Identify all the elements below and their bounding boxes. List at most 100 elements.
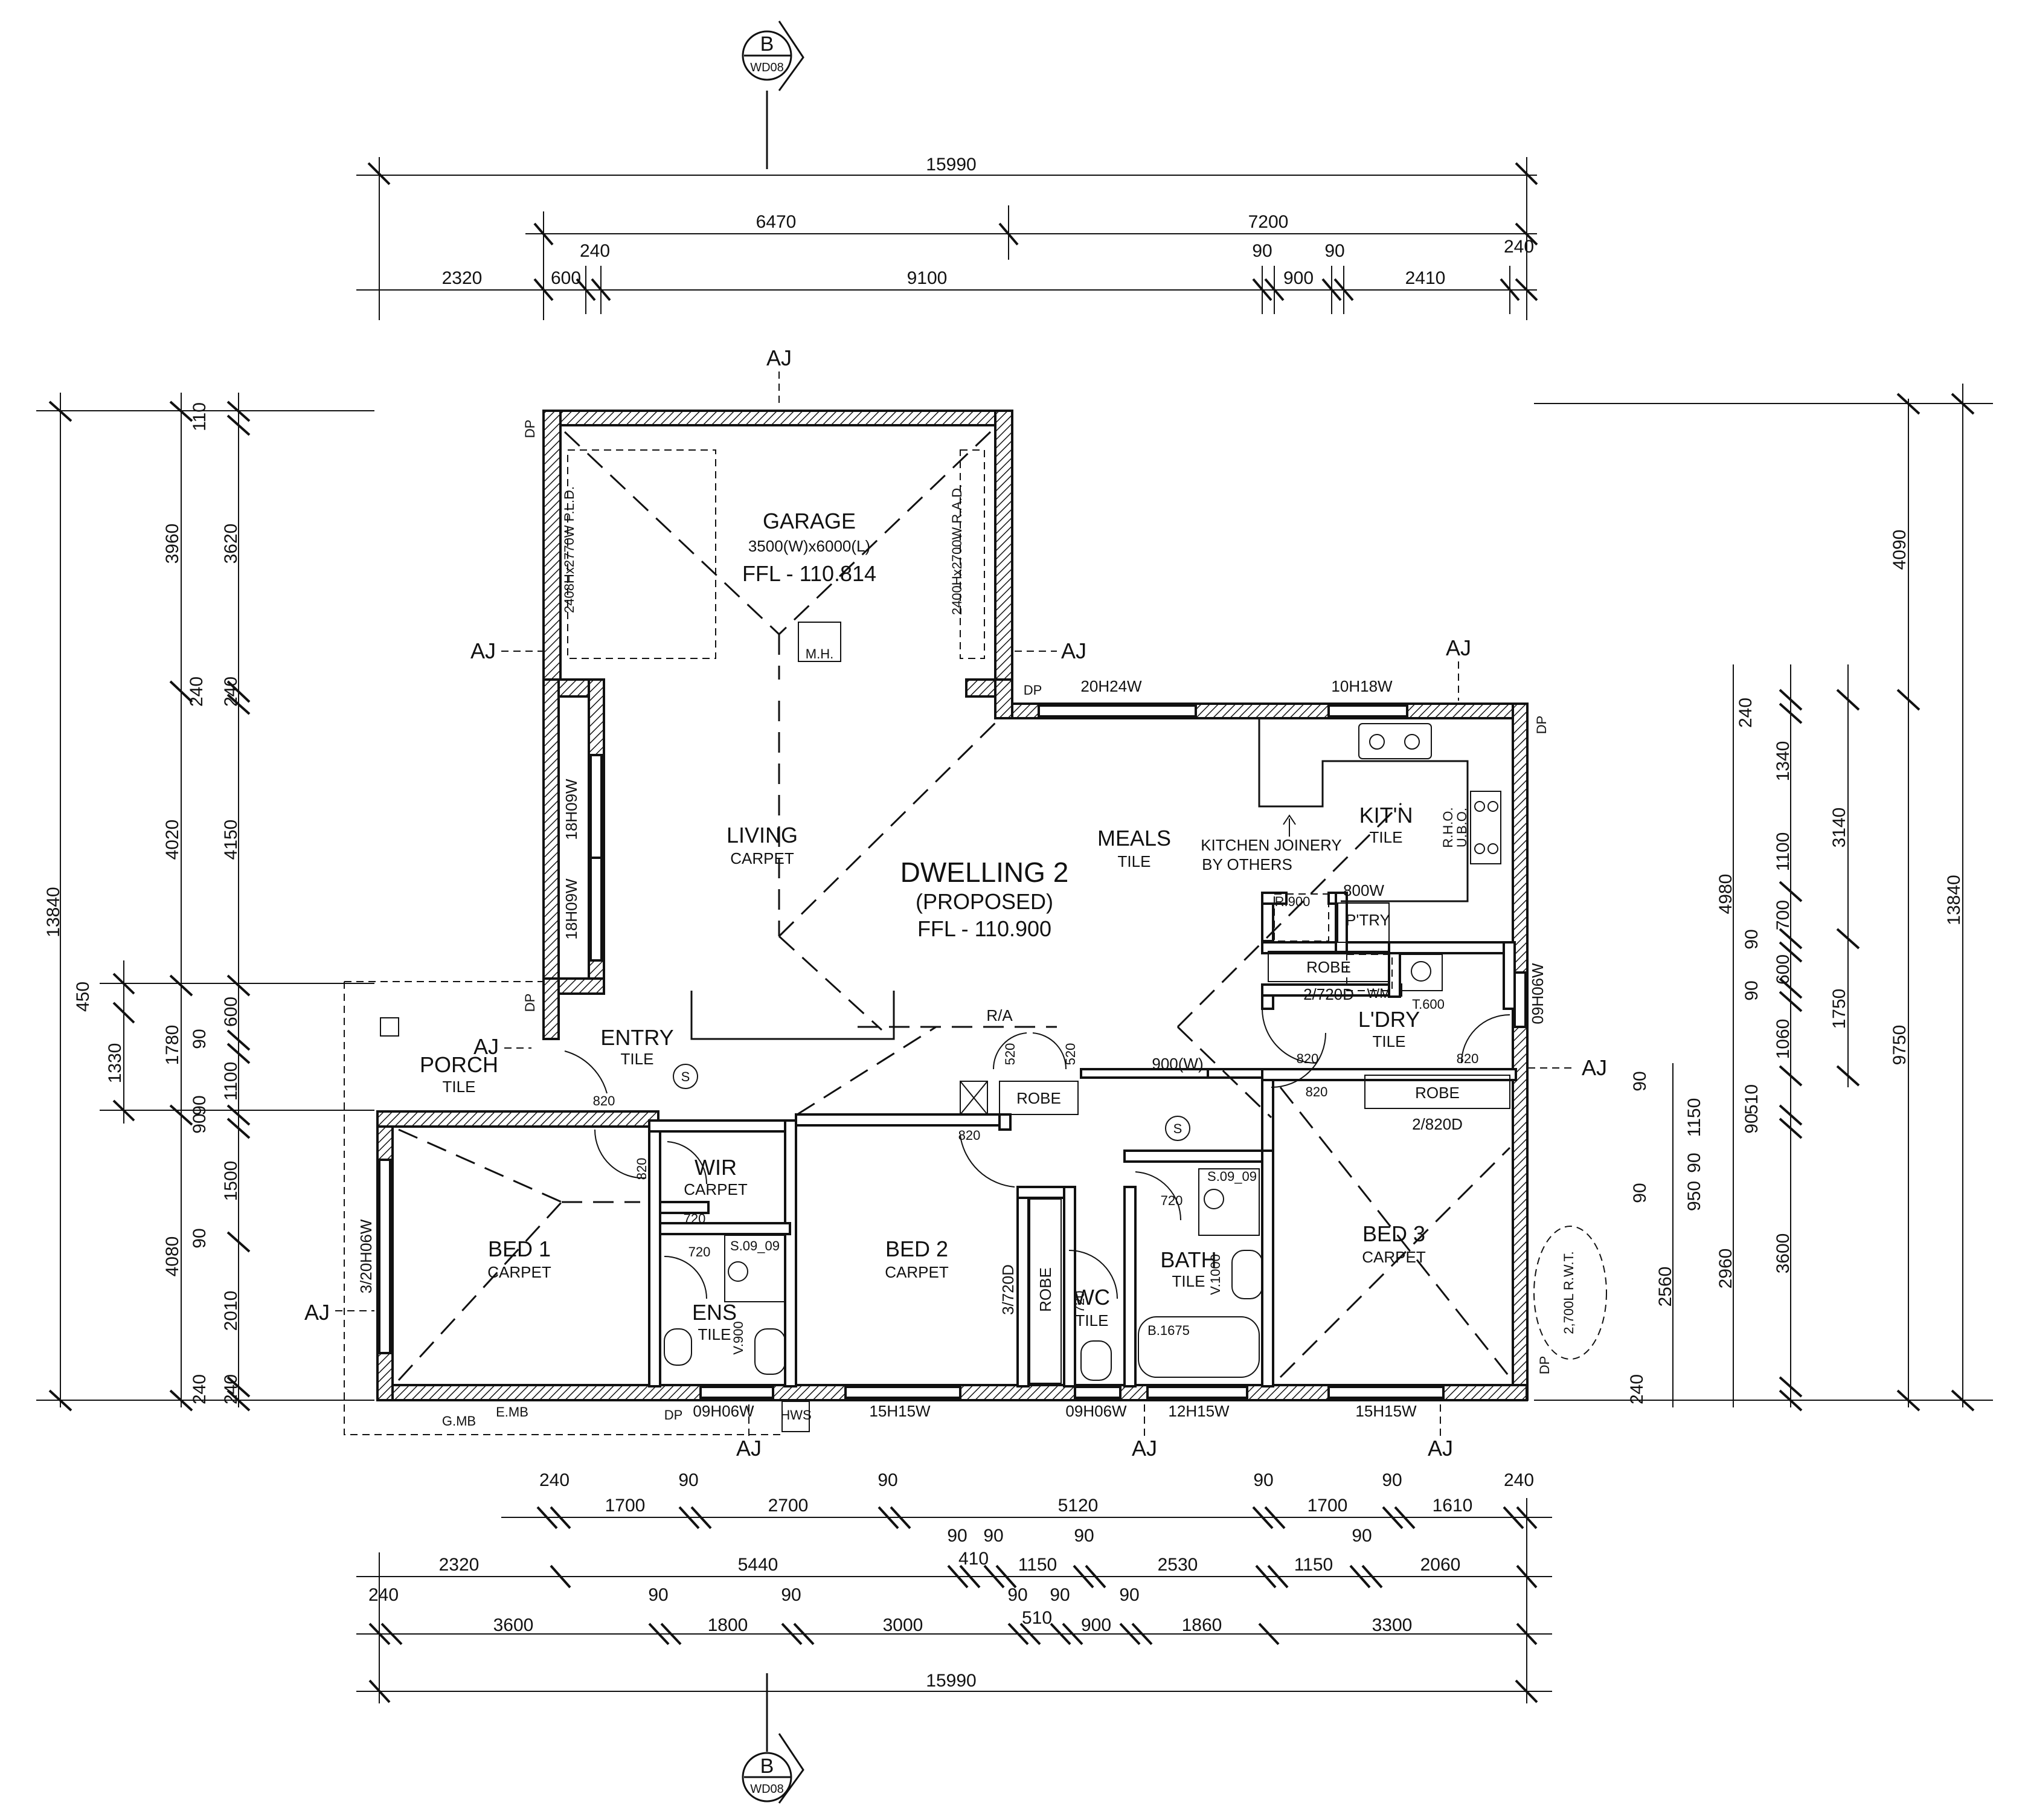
svg-text:3000: 3000	[883, 1615, 923, 1635]
svg-text:BY OTHERS: BY OTHERS	[1202, 855, 1292, 873]
left-dimensions: 13840 450 1330 3960 240 4020 1780 90 408…	[36, 393, 374, 1412]
svg-text:LIVING: LIVING	[727, 823, 798, 847]
garage-label: GARAGE	[763, 509, 856, 533]
svg-text:HWS: HWS	[780, 1407, 811, 1423]
svg-text:V.1000: V.1000	[1208, 1254, 1223, 1295]
svg-text:18H09W: 18H09W	[562, 878, 580, 940]
svg-text:CARPET: CARPET	[730, 849, 794, 867]
svg-text:1700: 1700	[605, 1496, 646, 1516]
window-20h24w: 20H24W	[1080, 677, 1142, 695]
svg-text:90: 90	[1742, 980, 1762, 1000]
svg-text:CARPET: CARPET	[684, 1180, 748, 1198]
svg-text:18H09W: 18H09W	[562, 779, 580, 840]
svg-text:90: 90	[1630, 1183, 1650, 1203]
svg-text:1150: 1150	[1294, 1555, 1333, 1575]
svg-text:WC: WC	[1074, 1285, 1110, 1310]
svg-text:90: 90	[1074, 1526, 1094, 1546]
svg-text:CARPET: CARPET	[1362, 1248, 1426, 1266]
bottom-dimensions: 15990 240 1700 90 2700 90 5120 90 1700 9…	[356, 1470, 1552, 1703]
svg-text:240: 240	[1627, 1374, 1647, 1404]
svg-text:TILE: TILE	[621, 1050, 654, 1068]
svg-text:240: 240	[1504, 1470, 1534, 1490]
svg-text:600: 600	[1773, 954, 1793, 985]
svg-text:240: 240	[368, 1585, 399, 1605]
svg-text:90: 90	[947, 1526, 967, 1546]
garage: M.H. GARAGE 3500(W)x6000(L) FFL - 110.81…	[562, 431, 992, 680]
svg-text:T.600: T.600	[1412, 997, 1445, 1012]
svg-text:S.09_09: S.09_09	[1207, 1169, 1257, 1184]
svg-text:90: 90	[190, 1029, 210, 1049]
svg-text:2530: 2530	[1158, 1555, 1198, 1575]
svg-text:13840: 13840	[1944, 875, 1964, 925]
svg-text:R/A: R/A	[986, 1006, 1013, 1024]
svg-text:B: B	[760, 1755, 774, 1778]
svg-text:ROBE: ROBE	[1415, 1084, 1460, 1102]
svg-text:DP: DP	[1537, 1356, 1552, 1375]
svg-text:TILE: TILE	[1373, 1032, 1406, 1050]
svg-text:90: 90	[1324, 241, 1344, 261]
svg-text:90: 90	[1684, 1153, 1704, 1172]
svg-text:820: 820	[1457, 1051, 1479, 1066]
svg-text:240: 240	[187, 677, 207, 707]
section-marker-top: B WD08	[742, 21, 804, 169]
svg-text:240: 240	[190, 1374, 210, 1404]
svg-text:AJ: AJ	[766, 346, 792, 370]
svg-text:9750: 9750	[1890, 1025, 1910, 1066]
svg-text:90: 90	[1630, 1071, 1650, 1091]
svg-text:MEALS: MEALS	[1097, 826, 1171, 851]
svg-text:7200: 7200	[1248, 212, 1289, 232]
svg-text:900(W): 900(W)	[1152, 1055, 1203, 1073]
svg-text:90: 90	[1352, 1526, 1372, 1546]
svg-text:TILE: TILE	[1118, 852, 1151, 870]
svg-text:3300: 3300	[1372, 1615, 1413, 1635]
svg-text:3500(W)x6000(L): 3500(W)x6000(L)	[748, 537, 870, 555]
svg-text:U.B.O.: U.B.O.	[1454, 808, 1469, 847]
room-diagonals	[344, 701, 1511, 1435]
svg-text:B.1675: B.1675	[1147, 1323, 1190, 1338]
svg-text:1060: 1060	[1773, 1019, 1793, 1060]
plan-ffl: FFL - 110.900	[917, 916, 1051, 941]
aj-markers: AJ AJ AJ AJ AJ AJ AJ AJ AJ AJ	[304, 346, 1607, 1461]
svg-text:1150: 1150	[1018, 1555, 1057, 1575]
svg-text:1330: 1330	[105, 1043, 125, 1084]
svg-text:AJ: AJ	[304, 1300, 330, 1325]
svg-text:DP: DP	[522, 420, 537, 439]
svg-text:3/720D: 3/720D	[999, 1264, 1017, 1315]
svg-text:S: S	[1173, 1121, 1182, 1136]
svg-text:2060: 2060	[1420, 1555, 1461, 1575]
svg-text:ROBE: ROBE	[1036, 1267, 1054, 1312]
svg-text:KITCHEN JOINERY: KITCHEN JOINERY	[1201, 836, 1342, 854]
svg-text:ENTRY: ENTRY	[600, 1025, 673, 1050]
svg-text:4020: 4020	[162, 820, 182, 860]
svg-text:1750: 1750	[1829, 989, 1849, 1029]
svg-text:520: 520	[1003, 1043, 1018, 1066]
svg-text:240: 240	[1736, 698, 1756, 728]
doors: 820 820 720 720 820 720 720 820 820 820 …	[564, 1008, 1510, 1313]
pantry-label: P'TRY	[1346, 911, 1390, 929]
fixtures: R.H.O. U.B.O. R.900 800W P'TRY ROBE 2/72…	[380, 420, 1607, 1432]
svg-text:240: 240	[539, 1470, 570, 1490]
svg-text:3/20H06W: 3/20H06W	[357, 1219, 375, 1293]
svg-text:2700: 2700	[768, 1496, 809, 1516]
svg-text:600: 600	[551, 268, 581, 288]
svg-text:09H06W: 09H06W	[1529, 963, 1547, 1024]
svg-text:800W: 800W	[1343, 881, 1384, 899]
svg-text:CARPET: CARPET	[487, 1263, 551, 1281]
svg-text:2/720D: 2/720D	[1303, 985, 1354, 1003]
interior-walls	[648, 719, 1517, 1388]
svg-text:820: 820	[1306, 1084, 1328, 1099]
svg-text:720: 720	[1161, 1193, 1183, 1208]
svg-text:3600: 3600	[493, 1615, 534, 1635]
svg-text:WD08: WD08	[750, 61, 784, 74]
svg-text:DP: DP	[664, 1407, 683, 1423]
svg-text:4080: 4080	[162, 1236, 182, 1277]
svg-text:2410: 2410	[1405, 268, 1446, 288]
svg-text:1700: 1700	[1308, 1496, 1348, 1516]
svg-text:AJ: AJ	[470, 638, 496, 663]
svg-text:450: 450	[73, 982, 93, 1012]
svg-text:15H15W: 15H15W	[869, 1402, 931, 1420]
svg-text:3140: 3140	[1829, 808, 1849, 848]
svg-text:900: 900	[1081, 1615, 1111, 1635]
svg-text:ROBE: ROBE	[1016, 1089, 1061, 1107]
svg-text:13840: 13840	[43, 887, 63, 937]
